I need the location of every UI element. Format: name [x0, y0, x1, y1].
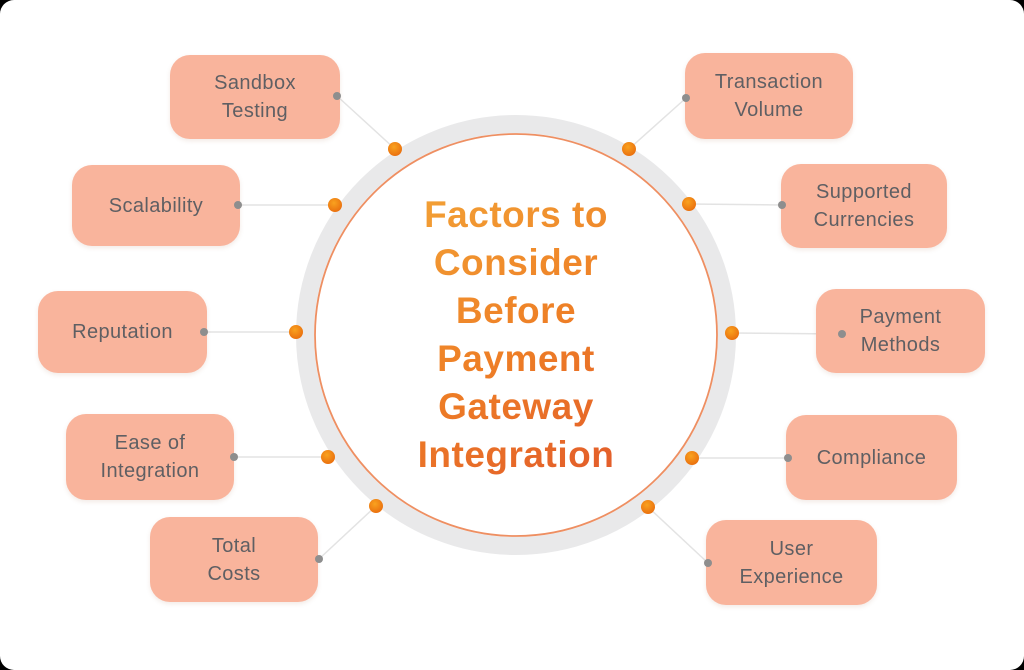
- node-dot-icon: [725, 326, 739, 340]
- node-dot-icon: [369, 499, 383, 513]
- factor-label: Reputation: [72, 321, 173, 343]
- factor-label: User Experience: [739, 537, 844, 588]
- connector-line: [336, 95, 396, 150]
- factor-label: Scalability: [108, 194, 204, 217]
- factor-label: Compliance: [816, 446, 927, 469]
- factor-box-reputation: Reputation: [38, 291, 207, 373]
- factor-box-scalability: Scalability: [72, 165, 240, 246]
- connector-line: [318, 505, 377, 560]
- diagram-title: Factors to Consider Before Payment Gatew…: [316, 190, 716, 480]
- factor-box-compliance: Compliance: [786, 415, 957, 500]
- node-dot-icon: [641, 500, 655, 514]
- connector-line: [647, 506, 709, 564]
- factor-label: Transaction Volume: [714, 71, 824, 121]
- node-dot-icon: [622, 142, 636, 156]
- factor-box-total-costs: Total Costs: [150, 517, 318, 602]
- connector-line: [628, 97, 687, 150]
- factor-box-supported-currencies: Supported Currencies: [781, 164, 947, 248]
- node-dot-icon: [388, 142, 402, 156]
- factor-label: Supported Currencies: [813, 181, 915, 231]
- factor-label: Sandbox Testing: [214, 72, 296, 122]
- node-dot-icon: [289, 325, 303, 339]
- factor-box-user-experience: User Experience: [706, 520, 877, 605]
- factor-label: Payment Methods: [859, 306, 942, 356]
- factor-box-sandbox-testing: Sandbox Testing: [170, 55, 340, 139]
- factor-label: Ease of Integration: [100, 432, 200, 482]
- factor-box-transaction-volume: Transaction Volume: [685, 53, 853, 139]
- factor-box-ease-of-integration: Ease of Integration: [66, 414, 234, 500]
- factor-label: Total Costs: [207, 534, 261, 585]
- factor-box-payment-methods: Payment Methods: [816, 289, 985, 373]
